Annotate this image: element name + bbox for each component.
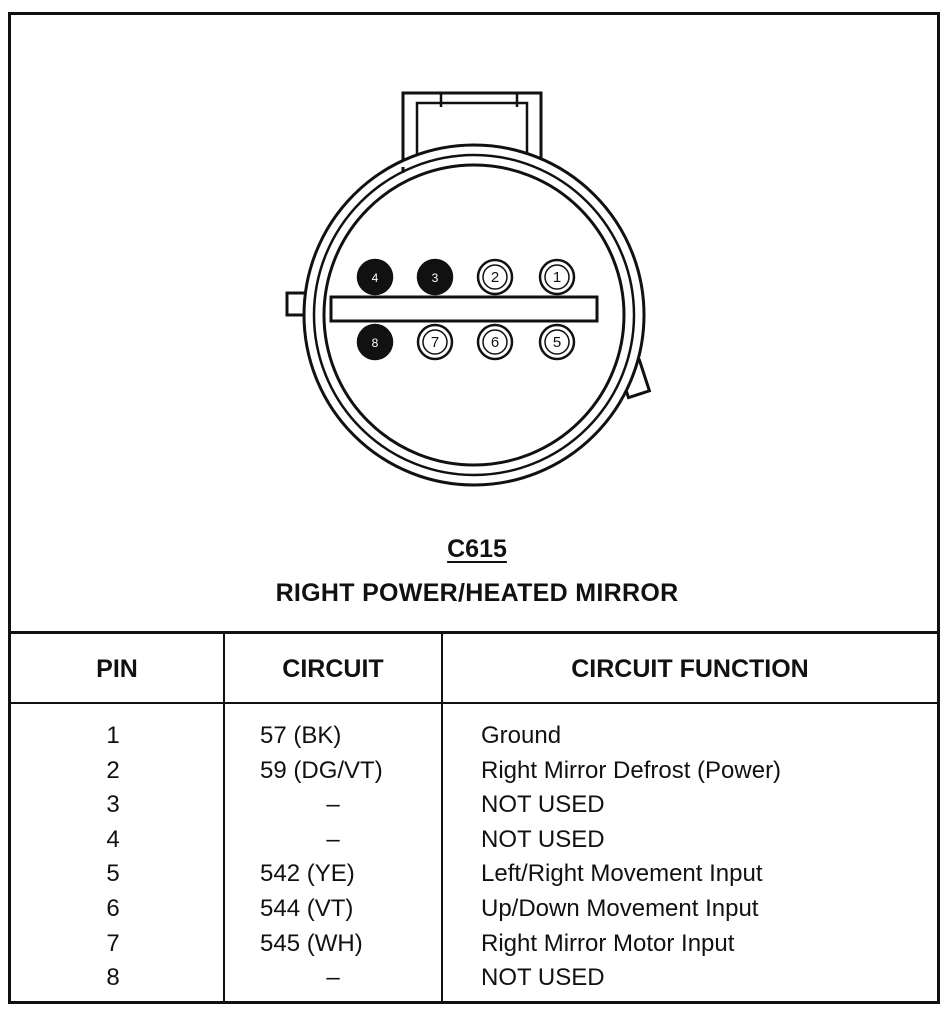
circuit-column: 57 (BK) 59 (DG/VT) – – 542 (YE) 544 (VT)… bbox=[225, 719, 441, 996]
column-divider bbox=[223, 631, 225, 1001]
pin-row-bottom: 8 7 6 5 bbox=[356, 323, 576, 361]
pin-7-cavity: 7 bbox=[416, 323, 454, 361]
connector-name-label: RIGHT POWER/HEATED MIRROR bbox=[275, 579, 679, 607]
pin-4-cavity: 4 bbox=[356, 258, 394, 296]
pin-column: 1 2 3 4 5 6 7 8 bbox=[11, 719, 223, 996]
header-circuit: CIRCUIT bbox=[282, 655, 384, 683]
function-cell: Up/Down Movement Input bbox=[481, 894, 759, 922]
table-top-border bbox=[11, 631, 937, 634]
connector-id-label: C615 bbox=[11, 535, 943, 564]
function-cell: Left/Right Movement Input bbox=[481, 860, 763, 888]
function-cell: NOT USED bbox=[481, 964, 605, 992]
function-cell: Right Mirror Defrost (Power) bbox=[481, 756, 782, 784]
pin-circle bbox=[416, 258, 454, 296]
connector-id-text: C615 bbox=[447, 535, 507, 563]
circuit-cell: – bbox=[326, 791, 340, 819]
function-column: Ground Right Mirror Defrost (Power) NOT … bbox=[481, 719, 937, 996]
center-separator-bar bbox=[329, 295, 599, 323]
pin-number-label: 3 bbox=[432, 271, 439, 285]
pin-cell: 6 bbox=[106, 894, 120, 922]
pin-3-cavity: 3 bbox=[416, 258, 454, 296]
pin-8-cavity: 8 bbox=[356, 323, 394, 361]
circuit-cell: – bbox=[326, 964, 340, 992]
pin-inner-ring bbox=[544, 329, 570, 355]
pin-circle bbox=[356, 323, 394, 361]
pin-row-top: 4 3 2 1 bbox=[356, 258, 576, 296]
pin-cell: 1 bbox=[106, 722, 120, 749]
function-cell: NOT USED bbox=[481, 825, 605, 853]
pin-inner-ring bbox=[544, 264, 570, 290]
table-header-divider bbox=[11, 702, 937, 704]
pin-5-cavity: 5 bbox=[538, 323, 576, 361]
pin-inner-ring bbox=[482, 264, 508, 290]
pin-inner-ring bbox=[422, 329, 448, 355]
diagram-frame: 4 3 2 1 8 7 6 5 C615 RIGHT POWER/HEATED MIRROR… bbox=[8, 12, 940, 1004]
pin-number-label: 5 bbox=[553, 334, 561, 351]
circuit-cell: – bbox=[326, 825, 340, 853]
pin-number-label: 1 bbox=[553, 269, 561, 286]
header-circuit-function: CIRCUIT FUNCTION bbox=[571, 655, 809, 683]
pin-inner-ring bbox=[482, 329, 508, 355]
circuit-cell: 57 (BK) bbox=[260, 722, 342, 749]
connector-face-diagram: 4 3 2 1 8 7 6 5 bbox=[285, 91, 652, 487]
column-divider bbox=[441, 631, 443, 1001]
pin-cell: 7 bbox=[106, 929, 120, 957]
pin-2-cavity: 2 bbox=[476, 258, 514, 296]
pin-number-label: 7 bbox=[431, 334, 439, 351]
pin-1-cavity: 1 bbox=[538, 258, 576, 296]
pin-number-label: 6 bbox=[491, 334, 499, 351]
pin-cell: 8 bbox=[106, 964, 120, 992]
pin-6-cavity: 6 bbox=[476, 323, 514, 361]
header-pin: PIN bbox=[96, 655, 138, 683]
circuit-cell: 545 (WH) bbox=[260, 929, 363, 957]
circuit-cell: 59 (DG/VT) bbox=[260, 756, 383, 784]
pin-number-label: 8 bbox=[372, 336, 379, 350]
circuit-cell: 542 (YE) bbox=[260, 860, 355, 888]
function-cell: Ground bbox=[481, 722, 562, 749]
function-cell: Right Mirror Motor Input bbox=[481, 929, 735, 957]
pin-number-label: 2 bbox=[491, 269, 499, 286]
pin-number-label: 4 bbox=[372, 271, 379, 285]
circuit-cell: 544 (VT) bbox=[260, 894, 354, 922]
pin-cell: 2 bbox=[106, 756, 120, 784]
pin-cell: 4 bbox=[106, 825, 120, 853]
pin-circle bbox=[356, 258, 394, 296]
pin-cell: 5 bbox=[106, 860, 120, 888]
function-cell: NOT USED bbox=[481, 791, 605, 819]
pin-cell: 3 bbox=[106, 791, 120, 819]
